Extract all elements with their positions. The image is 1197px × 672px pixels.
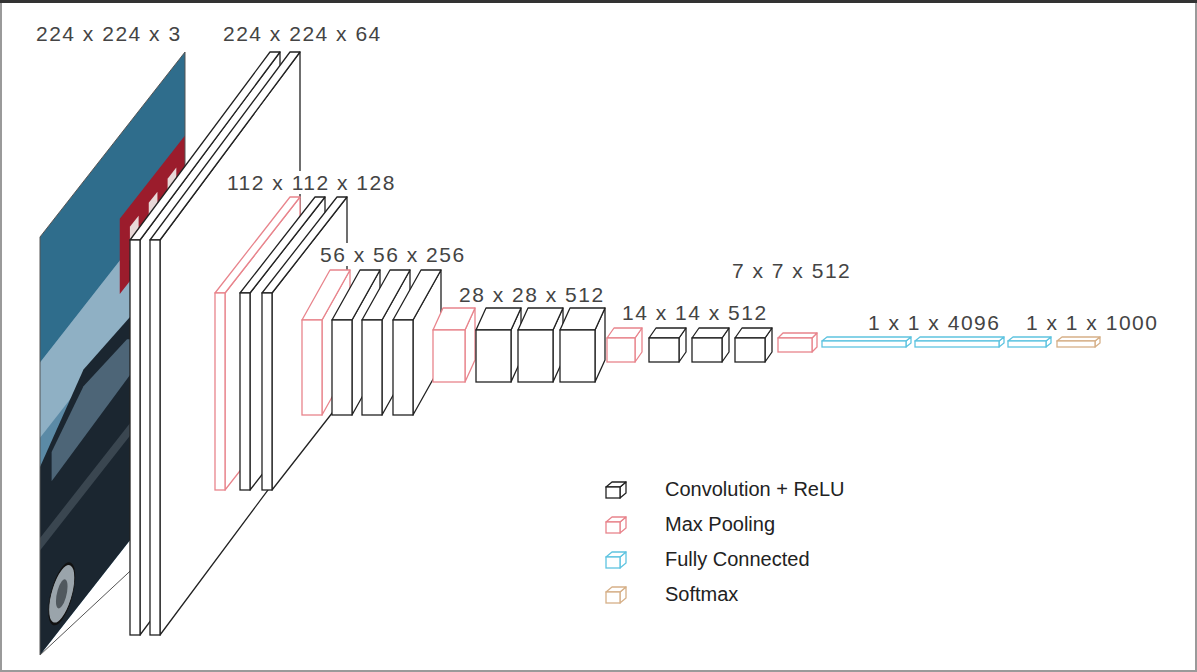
layer-blocks (130, 52, 1100, 635)
frame-top (0, 0, 1197, 3)
conv-relu-block (735, 328, 772, 362)
fc-block (1008, 337, 1051, 347)
max-pool-block (778, 333, 817, 352)
fc-block (822, 337, 911, 347)
legend-swatch (603, 514, 629, 536)
dimension-label: 224 x 224 x 3 (34, 22, 184, 45)
fc-block (915, 337, 1004, 347)
legend-swatch (603, 479, 629, 501)
legend-text: Convolution + ReLU (665, 478, 845, 501)
legend-text: Fully Connected (665, 548, 810, 571)
max-pool-block (607, 328, 642, 362)
legend-text: Softmax (665, 583, 738, 606)
dimension-label: 56 x 56 x 256 (318, 243, 468, 266)
legend-item: Max Pooling (603, 507, 845, 542)
legend: Convolution + ReLU Max PoolingFully Conne… (603, 472, 845, 612)
legend-swatch (603, 549, 629, 571)
dimension-label: 14 x 14 x 512 (620, 301, 770, 324)
conv-relu-block (649, 328, 686, 362)
legend-item: Convolution + ReLU (603, 472, 845, 507)
dimension-label: 112 x 112 x 128 (225, 171, 398, 194)
legend-item: Softmax (603, 577, 845, 612)
conv-relu-block (692, 328, 729, 362)
softmax-block (1057, 337, 1100, 347)
dimension-label: 7 x 7 x 512 (730, 259, 853, 282)
legend-swatch (603, 584, 629, 606)
dimension-label: 1 x 1 x 1000 (1024, 311, 1160, 334)
conv-relu-block (560, 308, 605, 382)
legend-text: Max Pooling (665, 513, 775, 536)
conv-relu-block (476, 308, 521, 382)
max-pool-block (433, 308, 475, 382)
conv-relu-block (518, 308, 563, 382)
dimension-label: 224 x 224 x 64 (221, 22, 384, 45)
dimension-label: 28 x 28 x 512 (457, 283, 607, 306)
dimension-label: 1 x 1 x 4096 (866, 311, 1002, 334)
legend-item: Fully Connected (603, 542, 845, 577)
